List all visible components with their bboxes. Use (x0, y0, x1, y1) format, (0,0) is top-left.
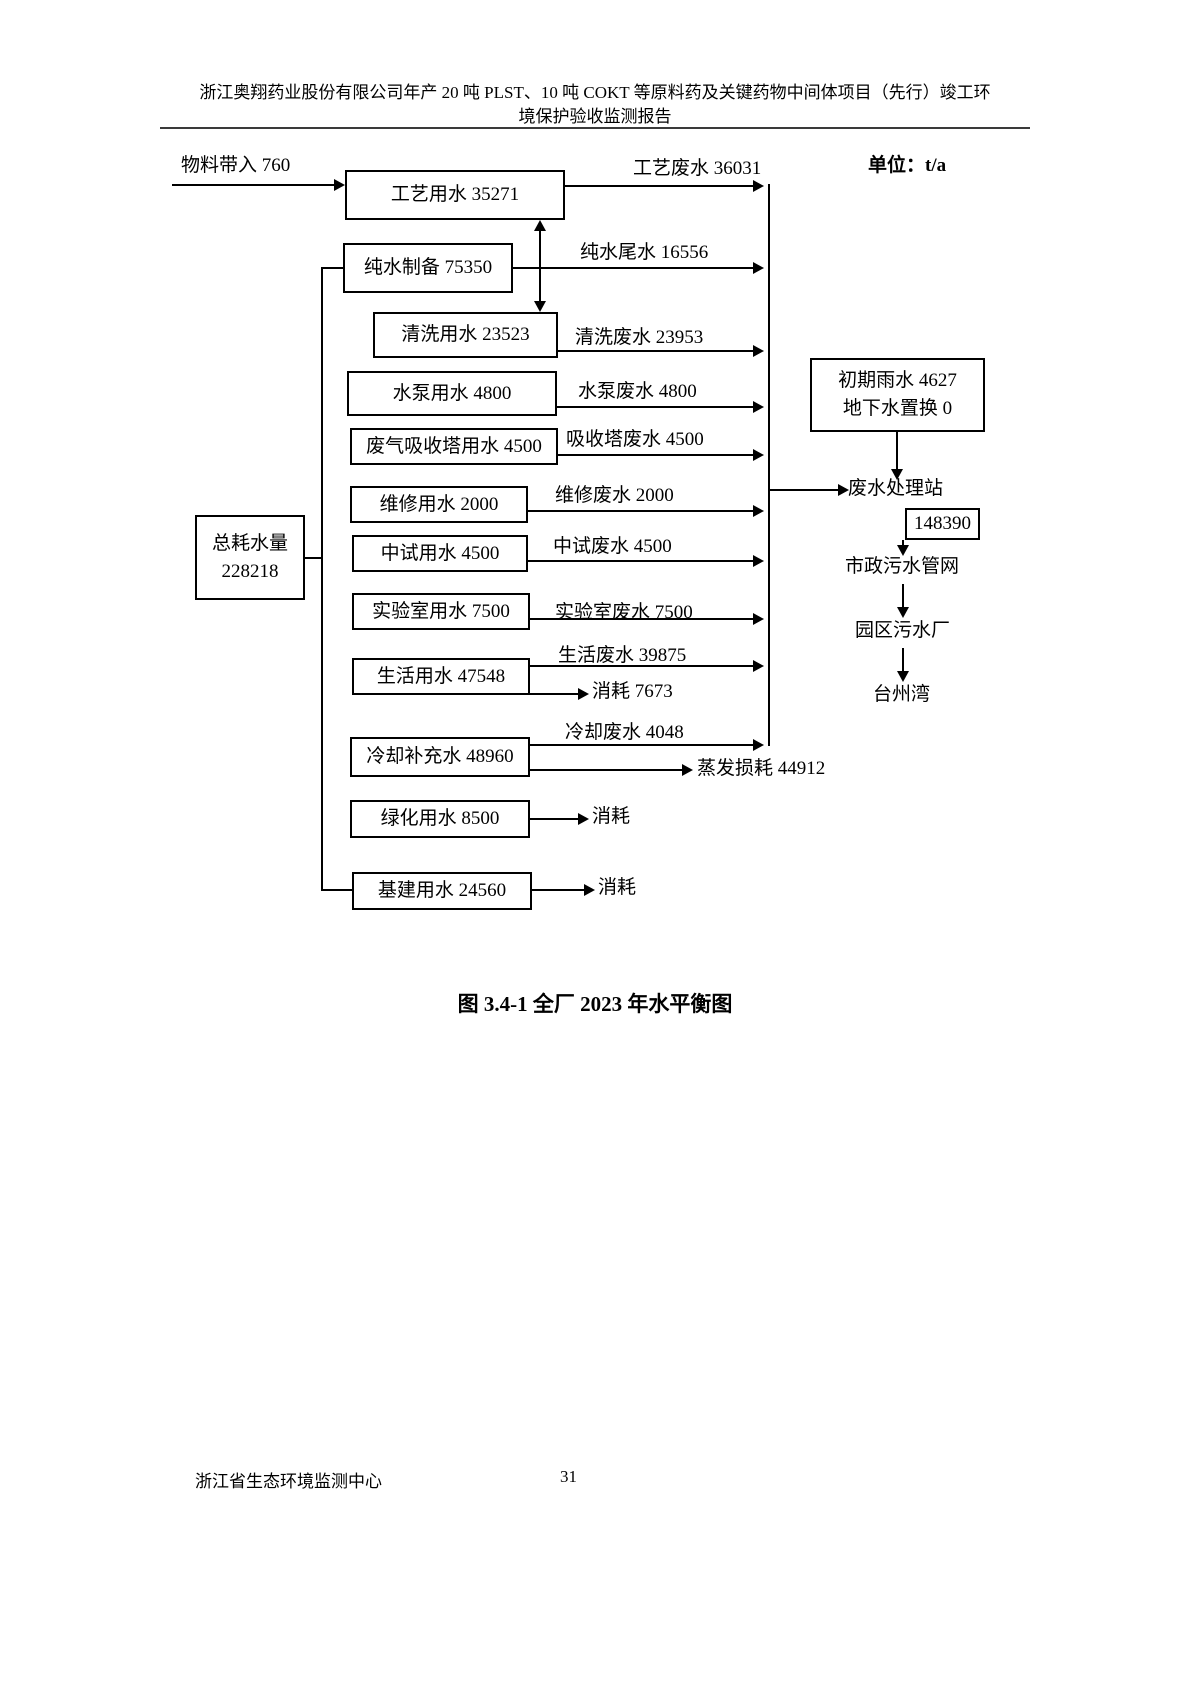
flow-arrowhead-maintenance-wastewater (753, 505, 764, 517)
initial-rainwater-line1: 初期雨水 4627 (838, 370, 957, 392)
wastewater-collector-line (768, 184, 770, 746)
box-initial-rainwater: 初期雨水 4627 地下水置换 0 (810, 358, 985, 432)
flow-arrowhead-cooling-wastewater (753, 739, 764, 751)
flow-arrowhead-lab-wastewater (753, 613, 764, 625)
rainwater-down-arrowhead (891, 469, 903, 480)
municipal-to-park-arrowhead (897, 607, 909, 618)
pure-water-up-arrowhead (534, 220, 546, 231)
flow-arrowhead-pump-wastewater (753, 401, 764, 413)
flow-line-process-wastewater (565, 185, 753, 187)
flow-label-construction-consume: 消耗 (598, 877, 637, 898)
flow-label-domestic-wastewater: 生活废水 39875 (558, 645, 687, 666)
box-pure-water-prep: 纯水制备 75350 (343, 243, 513, 293)
unit-label: 单位：t/a (868, 155, 947, 176)
total-water-title: 总耗水量 (211, 532, 288, 554)
flow-arrowhead-absorb-tower-wastewater (753, 449, 764, 461)
station-to-municipal-arrowhead (897, 545, 909, 556)
box-greening-water: 绿化用水 8500 (350, 800, 530, 838)
box-pump-water: 水泵用水 4800 (347, 371, 557, 416)
flow-arrowhead-construction-consume (584, 884, 595, 896)
collector-to-station-arrowhead (838, 484, 849, 496)
flow-line-domestic-consume (530, 693, 578, 695)
flow-line-absorb-tower-wastewater (558, 454, 753, 456)
taizhou-bay-label: 台州湾 (873, 684, 931, 705)
flow-arrowhead-domestic-wastewater (753, 660, 764, 672)
flow-line-lab-wastewater (530, 618, 753, 620)
flow-label-process-wastewater: 工艺废水 36031 (633, 158, 762, 179)
flow-line-construction-consume (532, 889, 584, 891)
flow-label-cooling-wastewater: 冷却废水 4048 (565, 722, 684, 743)
park-to-bay-line (902, 648, 904, 672)
header-line-2: 境保护验收监测报告 (518, 107, 672, 126)
box-cooling-makeup-water: 冷却补充水 48960 (350, 737, 530, 777)
figure-caption: 图 3.4-1 全厂 2023 年水平衡图 (457, 992, 733, 1016)
box-pilot-water: 中试用水 4500 (352, 535, 528, 572)
pure-water-double-arrow-line (539, 228, 541, 304)
flow-arrowhead-process-wastewater (753, 180, 764, 192)
park-to-bay-arrowhead (897, 671, 909, 682)
flow-arrowhead-pure-tailwater (753, 262, 764, 274)
flow-line-pilot-wastewater (528, 560, 753, 562)
flow-label-pilot-wastewater: 中试废水 4500 (553, 536, 672, 557)
flow-label-maintenance-wastewater: 维修废水 2000 (555, 485, 674, 506)
footer-page-number: 31 (560, 1467, 577, 1486)
header-line-1: 浙江奥翔药业股份有限公司年产 20 吨 PLST、10 吨 COKT 等原料药及… (199, 83, 991, 102)
flow-arrowhead-cleaning-wastewater (753, 345, 764, 357)
box-cleaning-water: 清洗用水 23523 (373, 312, 558, 358)
collector-to-station-line (770, 489, 838, 491)
total-water-connector (305, 557, 323, 559)
flow-arrowhead-pilot-wastewater (753, 555, 764, 567)
municipal-network-label: 市政污水管网 (845, 556, 960, 577)
rainwater-down-line (896, 432, 898, 470)
box-domestic-water: 生活用水 47548 (352, 658, 530, 695)
flow-line-pump-wastewater (557, 406, 753, 408)
pure-water-down-arrowhead (534, 301, 546, 312)
station-to-municipal-line (902, 540, 904, 546)
footer-organization: 浙江省生态环境监测中心 (195, 1472, 382, 1491)
flow-line-greening-consume (530, 818, 578, 820)
left-bracket-vertical-line (321, 267, 323, 891)
municipal-to-park-line (902, 584, 904, 608)
box-total-water: 总耗水量 228218 (195, 515, 305, 600)
flow-label-domestic-consume: 消耗 7673 (592, 681, 673, 702)
box-construction-water: 基建用水 24560 (352, 872, 532, 910)
flow-arrowhead-evaporation-loss (682, 764, 693, 776)
initial-rainwater-line2: 地下水置换 0 (842, 398, 953, 419)
flow-line-cleaning-wastewater (558, 350, 753, 352)
left-bracket-bottom-stub (321, 889, 352, 891)
flow-line-pure-tailwater (513, 267, 753, 269)
material-input-arrowhead (334, 179, 345, 191)
left-bracket-top-stub (321, 267, 343, 269)
box-gas-absorb-tower-water: 废气吸收塔用水 4500 (350, 428, 558, 465)
flow-line-domestic-wastewater (530, 665, 753, 667)
park-plant-label: 园区污水厂 (855, 620, 951, 641)
box-maintenance-water: 维修用水 2000 (350, 486, 528, 523)
flow-arrowhead-greening-consume (578, 813, 589, 825)
box-lab-water: 实验室用水 7500 (352, 593, 530, 630)
flow-label-cleaning-wastewater: 清洗废水 23953 (575, 327, 704, 348)
header-rule (160, 127, 1030, 129)
flow-label-pump-wastewater: 水泵废水 4800 (578, 381, 697, 402)
flow-label-lab-wastewater: 实验室废水 7500 (555, 602, 693, 623)
box-process-water: 工艺用水 35271 (345, 170, 565, 220)
flow-line-maintenance-wastewater (528, 510, 753, 512)
material-input-line (172, 184, 334, 186)
total-water-value: 228218 (221, 560, 279, 582)
flow-label-absorb-tower-wastewater: 吸收塔废水 4500 (566, 429, 704, 450)
flow-label-evaporation-loss: 蒸发损耗 44912 (697, 758, 826, 779)
flow-line-cooling-wastewater (530, 744, 753, 746)
material-input-label: 物料带入 760 (181, 155, 291, 176)
flow-arrowhead-domestic-consume (578, 688, 589, 700)
flow-line-evaporation-loss (530, 769, 682, 771)
flow-label-greening-consume: 消耗 (592, 806, 631, 827)
box-station-value: 148390 (905, 508, 980, 540)
flow-label-pure-tailwater: 纯水尾水 16556 (580, 242, 709, 263)
wastewater-station-label: 废水处理站 (848, 478, 944, 499)
